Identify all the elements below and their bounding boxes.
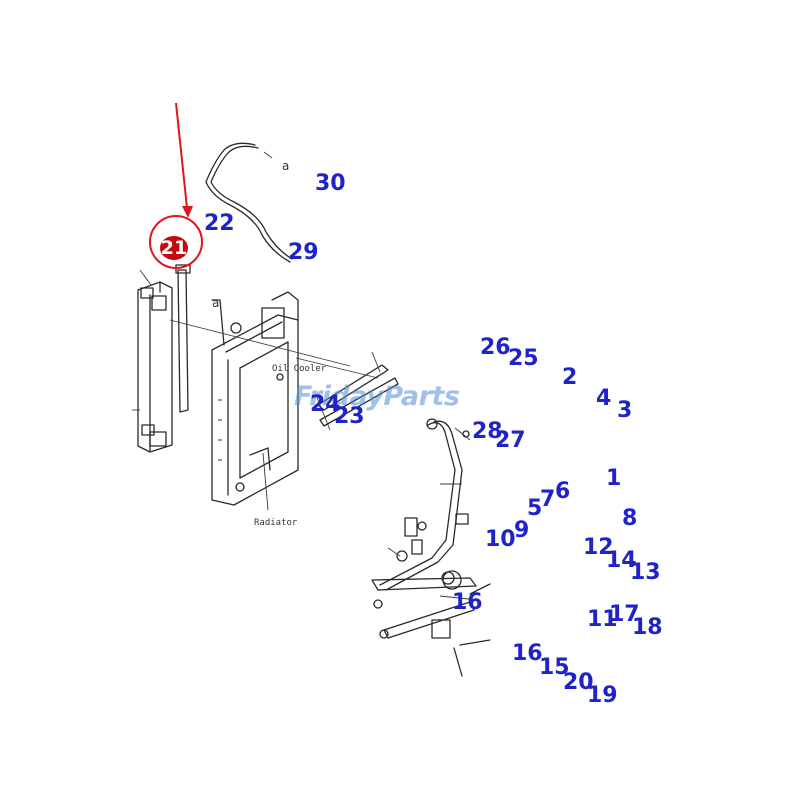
highlighted-part-number: 21: [160, 236, 188, 260]
brand-watermark: FridayParts: [294, 381, 460, 412]
callout-20: 20: [563, 670, 594, 695]
callout-11: 11: [587, 607, 618, 632]
callout-24: 24: [310, 392, 341, 417]
callout-23: 23: [334, 404, 365, 429]
bracket-bar: [315, 351, 399, 431]
oil-cooler-part: [132, 269, 173, 453]
callout-27: 27: [495, 428, 526, 453]
callout-29: 29: [288, 240, 319, 265]
callout-18: 18: [632, 615, 663, 640]
callout-14: 14: [606, 548, 637, 573]
stay-rod: [379, 418, 471, 591]
lower-bracket-assembly: [371, 513, 491, 677]
callout-2: 2: [562, 365, 578, 390]
callout-4: 4: [596, 386, 612, 411]
callout-5: 5: [527, 496, 543, 521]
ref-a-top: a: [282, 159, 290, 173]
callout-10: 10: [485, 527, 516, 552]
callout-7: 7: [540, 487, 556, 512]
callout-30: 30: [315, 171, 346, 196]
callout-19: 19: [587, 683, 618, 708]
oil-cooler-label: Oil Cooler: [272, 364, 327, 374]
callout-25: 25: [508, 346, 539, 371]
ref-a-mid: a: [212, 296, 220, 310]
pointer-arrow: [175, 102, 193, 218]
callout-3: 3: [617, 398, 633, 423]
callout-26: 26: [480, 335, 511, 360]
callout-1: 1: [606, 466, 622, 491]
radiator-label: Radiator: [254, 518, 298, 528]
callout-15: 15: [539, 655, 570, 680]
radiator-frame: [169, 291, 379, 511]
hose-tube: [205, 142, 293, 263]
callout-13: 13: [630, 560, 661, 585]
callout-8: 8: [622, 506, 638, 531]
highlight-circle: [149, 215, 203, 269]
rod-part: [175, 264, 191, 413]
callout-22: 22: [204, 211, 235, 236]
callout-12: 12: [583, 535, 614, 560]
callout-17: 17: [609, 602, 640, 627]
callout-16-lower: 16: [512, 641, 543, 666]
callout-6: 6: [555, 479, 571, 504]
callout-9: 9: [514, 518, 530, 543]
callout-28: 28: [472, 419, 503, 444]
callout-16-upper: 16: [452, 590, 483, 615]
